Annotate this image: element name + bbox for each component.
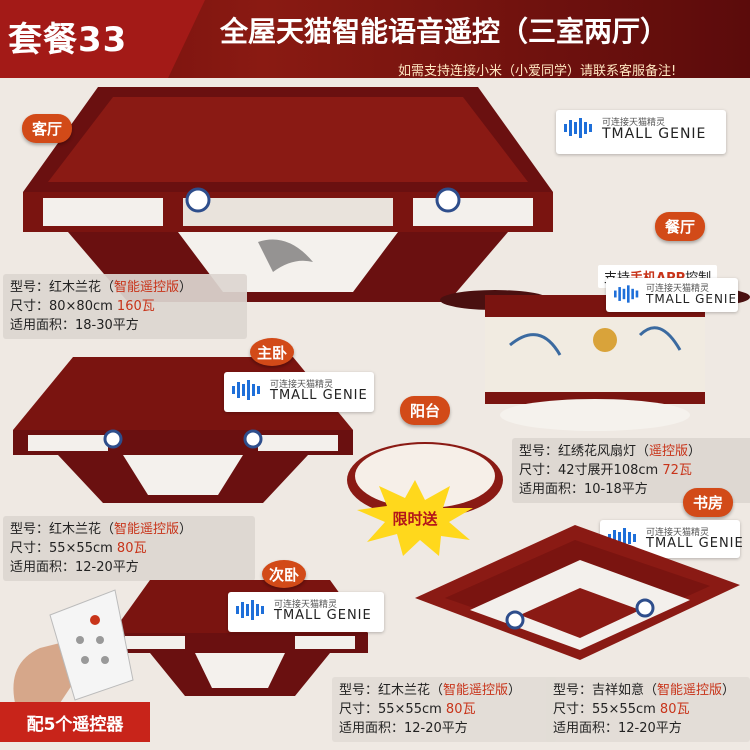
spec-living-model: 型号：红木兰花（智能遥控版） [10, 280, 193, 295]
spec-study: 型号：吉祥如意（智能遥控版） 尺寸：55×55cm 80瓦 适用面积：12-20… [546, 677, 750, 742]
tmall-genie-logo-icon [232, 380, 260, 400]
promo-label: 限时送 [392, 509, 438, 528]
spec-study-model: 型号：吉祥如意（智能遥控版） [553, 683, 736, 698]
spec-dining-size: 尺寸：42寸展开108cm 72瓦 [519, 463, 692, 478]
tmall-line1: 可连接天猫精灵 [270, 380, 334, 390]
spec-master-model: 型号：红木兰花（智能遥控版） [10, 522, 193, 537]
spec-second-size: 尺寸：55×55cm 80瓦 [339, 702, 476, 717]
tmall-badge-living: 可连接天猫精灵 TMALL GENIE [556, 110, 726, 154]
tmall-line2: TMALL GENIE [602, 126, 707, 142]
spec-study-size: 尺寸：55×55cm 80瓦 [553, 702, 690, 717]
tmall-genie-logo-icon [236, 600, 264, 620]
spec-master: 型号：红木兰花（智能遥控版） 尺寸：55×55cm 80瓦 适用面积：12-20… [3, 516, 255, 581]
tmall-line1: 可连接天猫精灵 [646, 528, 710, 538]
top-banner: 套餐33 全屋天猫智能语音遥控（三室两厅） 如需支持连接小米（小爱同学）请联系客… [0, 0, 750, 79]
tmall-badge-study: 可连接天猫精灵 TMALL GENIE [600, 520, 743, 558]
package-badge [0, 0, 205, 78]
package-label: 套餐33 [8, 20, 128, 60]
tmall-line2: TMALL GENIE [270, 388, 368, 403]
tmall-line2: TMALL GENIE [274, 608, 372, 623]
spec-dining: 型号：红绣花风扇灯（遥控版） 尺寸：42寸展开108cm 72瓦 适用面积：10… [512, 438, 750, 503]
spec-master-size: 尺寸：55×55cm 80瓦 [10, 541, 147, 556]
spec-dining-model: 型号：红绣花风扇灯（遥控版） [519, 444, 702, 459]
tmall-genie-logo-icon [564, 118, 592, 138]
tmall-badge-dining: 可连接天猫精灵 TMALL GENIE [606, 278, 738, 312]
living-room-lamp [23, 87, 553, 302]
spec-second-area: 适用面积：12-20平方 [339, 721, 468, 736]
spec-dining-area: 适用面积：10-18平方 [519, 482, 648, 497]
tmall-line2: TMALL GENIE [646, 536, 744, 551]
tmall-genie-logo-icon [614, 285, 639, 303]
room-label-dining: 餐厅 [655, 212, 706, 241]
tmall-badge-master: 可连接天猫精灵 TMALL GENIE [224, 372, 374, 412]
spec-living-size: 尺寸：80×80cm 160瓦 [10, 299, 155, 314]
tmall-line1: 可连接天猫精灵 [274, 600, 338, 610]
room-label-living: 客厅 [22, 114, 73, 143]
spec-second-model: 型号：红木兰花（智能遥控版） [339, 683, 522, 698]
room-label-second: 次卧 [262, 560, 306, 588]
promo-burst: 限时送 [355, 478, 475, 558]
spec-second: 型号：红木兰花（智能遥控版） 尺寸：55×55cm 80瓦 适用面积：12-20… [332, 677, 556, 742]
banner-headline: 全屋天猫智能语音遥控（三室两厅） [220, 15, 669, 48]
spec-master-area: 适用面积：12-20平方 [10, 560, 139, 575]
tmall-badge-second: 可连接天猫精灵 TMALL GENIE [228, 592, 384, 632]
remote-control-image [13, 589, 134, 703]
room-label-study: 书房 [683, 488, 734, 517]
spec-living: 型号：红木兰花（智能遥控版） 尺寸：80×80cm 160瓦 适用面积：18-3… [3, 274, 247, 339]
gift-remotes-label: 配5个遥控器 [0, 702, 150, 742]
starburst-icon [357, 480, 473, 556]
tmall-line2: TMALL GENIE [646, 292, 738, 306]
tmall-line1: 可连接天猫精灵 [602, 118, 666, 128]
spec-living-area: 适用面积：18-30平方 [10, 318, 139, 333]
study-lamp [415, 525, 740, 660]
spec-study-area: 适用面积：12-20平方 [553, 721, 682, 736]
banner-note: 如需支持连接小米（小爱同学）请联系客服备注! [398, 64, 677, 79]
room-label-balcony: 阳台 [400, 396, 451, 425]
dining-fan-lamp [440, 287, 750, 431]
room-label-master: 主卧 [250, 338, 294, 366]
tmall-line1: 可连接天猫精灵 [646, 284, 710, 294]
